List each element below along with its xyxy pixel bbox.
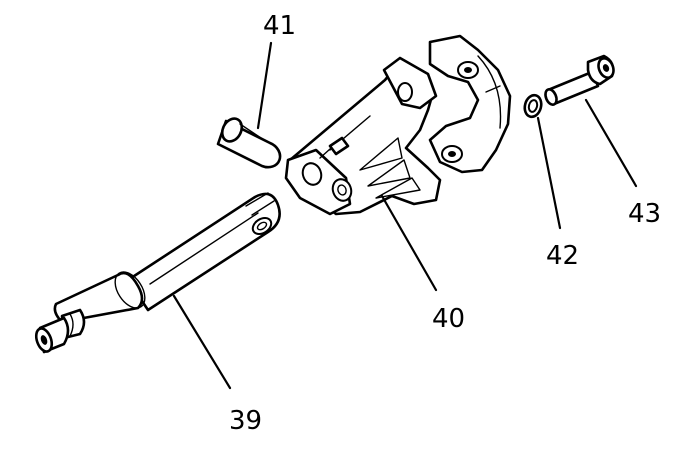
part-label-40: 40 [432, 304, 465, 334]
leader-line-40 [380, 194, 438, 292]
bolt-drawing [544, 54, 615, 106]
leader-line-39 [172, 294, 232, 390]
shaft-drawing [34, 192, 281, 354]
bracket-drawing [284, 56, 442, 216]
part-label-39: 39 [229, 406, 262, 436]
leader-line-41 [256, 41, 273, 130]
pin-drawing [216, 117, 282, 169]
washer-drawing [523, 93, 543, 119]
leader-line-43 [584, 98, 638, 188]
clamp-drawing [428, 34, 512, 174]
part-label-43: 43 [628, 199, 661, 229]
leader-line-42 [536, 116, 562, 230]
part-label-41: 41 [263, 11, 296, 41]
part-label-42: 42 [546, 241, 579, 271]
